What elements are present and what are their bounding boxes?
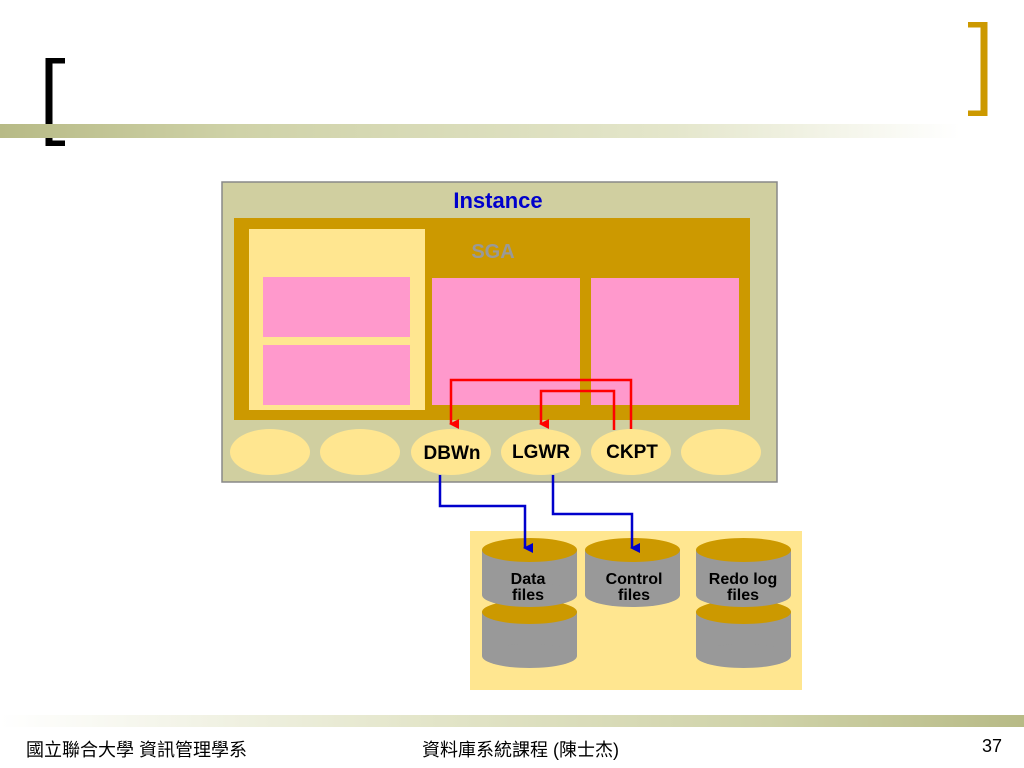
dbwn-to-data-files-arrow [438, 475, 533, 553]
background-processes: DBWn LGWR CKPT [230, 429, 761, 475]
control-files-label-line1: Control [606, 571, 663, 588]
ckpt-label: CKPT [606, 442, 658, 463]
process-ellipse [230, 429, 310, 475]
left-bracket-icon [45, 58, 65, 146]
process-dbwn [411, 429, 491, 475]
sga-box: SGA [234, 218, 750, 420]
data-files-label-line2: files [512, 587, 544, 604]
footer-divider [0, 715, 1024, 727]
footer-department: 國立聯合大學 資訊管理學系 [26, 740, 247, 760]
process-ckpt [591, 429, 671, 475]
redo-log-files-label-line2: files [727, 587, 759, 604]
library-cache-block [263, 277, 410, 337]
footer-course: 資料庫系統課程 (陳士杰) [422, 740, 619, 760]
right-bracket-icon [968, 22, 988, 116]
control-files-label-line2: files [618, 587, 650, 604]
process-lgwr [501, 429, 581, 475]
data-files-label-line1: Data [511, 571, 546, 588]
redo-log-files-label-line1: Redo log [709, 571, 777, 588]
ckpt-to-lgwr-arrow [539, 389, 616, 430]
database-buffer-cache-block [432, 278, 580, 405]
redo-log-files-cylinder: Redo log files [696, 538, 791, 668]
dbwn-label: DBWn [424, 443, 481, 464]
data-dictionary-cache-block [263, 345, 410, 405]
page-number: 37 [981, 736, 1002, 756]
ckpt-to-dbwn-arrow [449, 378, 633, 430]
sga-label: SGA [471, 241, 514, 263]
redo-log-buffer-block [591, 278, 739, 405]
data-files-cylinder: Data files [482, 538, 577, 668]
process-ellipse [681, 429, 761, 475]
control-files-cylinder: Control files [585, 538, 680, 607]
title-divider [0, 124, 960, 138]
process-ellipse [320, 429, 400, 475]
lgwr-label: LGWR [512, 442, 570, 463]
lgwr-to-control-files-arrow [551, 475, 640, 553]
instance-label: Instance [453, 188, 542, 213]
